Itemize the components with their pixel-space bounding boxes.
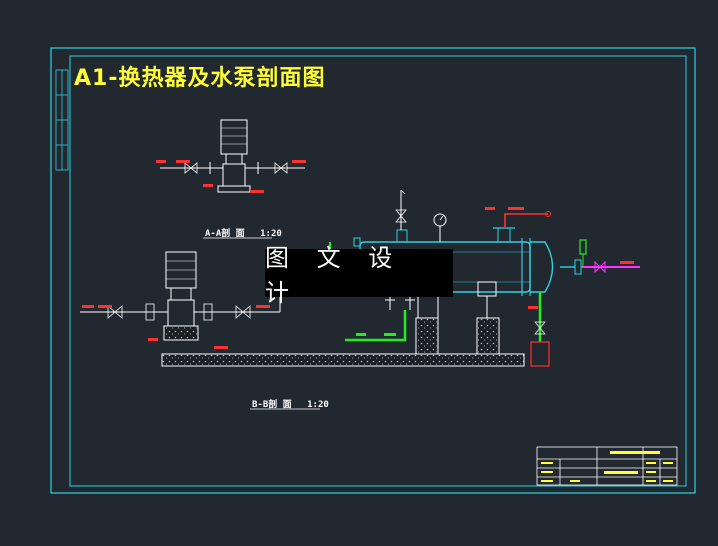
section-bb-pump [80, 251, 281, 349]
section-bb-name: B-B剖 面 [252, 400, 292, 410]
title-block [536, 446, 678, 486]
title-block-marks [541, 451, 673, 482]
section-bb-scale: 1:20 [307, 400, 329, 410]
inner-frame [69, 55, 687, 487]
section-aa-pump [156, 119, 306, 193]
section-aa-label: A-A剖 面 1:20 [205, 226, 282, 239]
section-bb-label: B-B剖 面 1:20 [252, 397, 329, 410]
watermark-banner: 图 文 设 计 [265, 244, 453, 307]
floor-slab [161, 353, 525, 367]
binding-strip [55, 69, 69, 171]
drawing-title: A1-换热器及水泵剖面图 [74, 66, 326, 91]
section-aa-name: A-A剖 面 [205, 229, 245, 239]
outer-frame [50, 47, 696, 494]
section-aa-scale: 1:20 [260, 229, 282, 239]
